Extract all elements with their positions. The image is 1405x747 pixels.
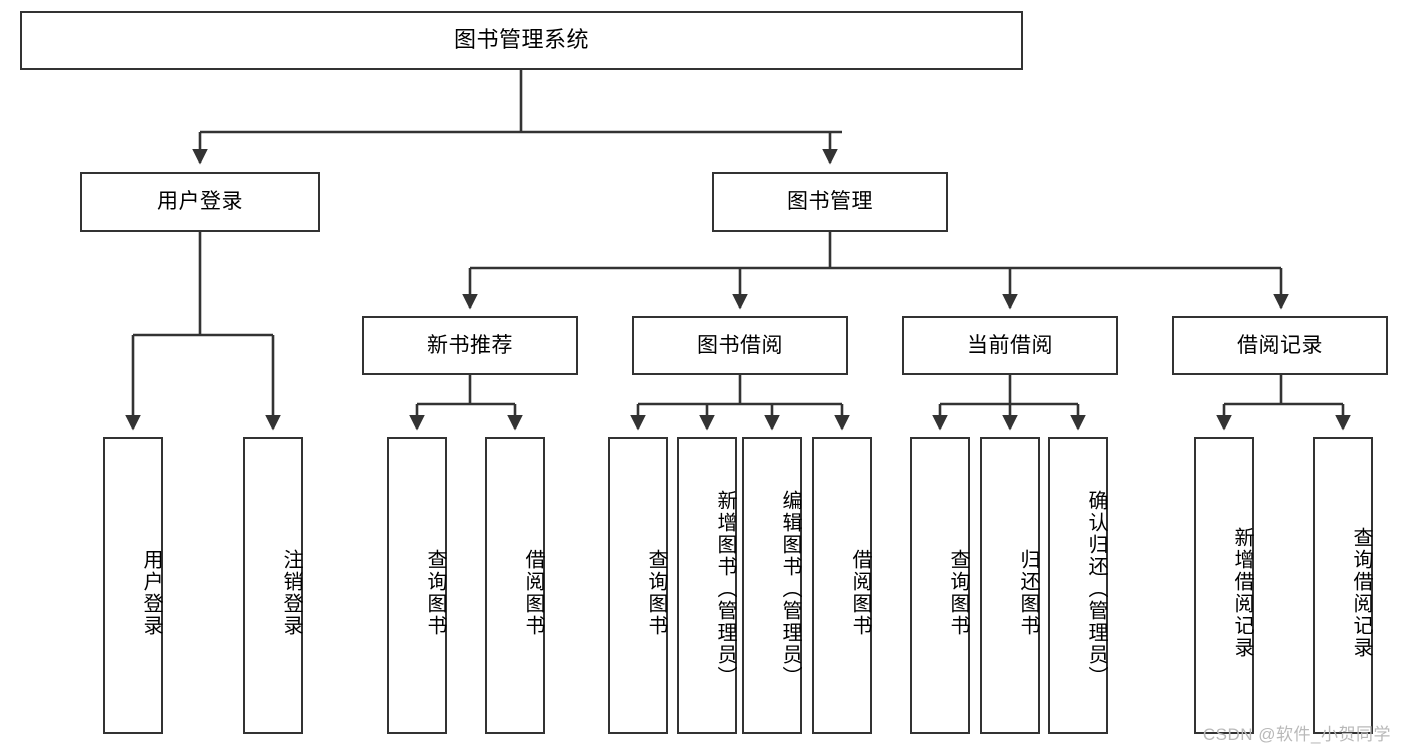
- leaf-add-book[interactable]: 新增图书（管理员）: [677, 437, 737, 734]
- leaf-borrow-book-1[interactable]: 借阅图书: [485, 437, 545, 734]
- node-user-login[interactable]: 用户登录: [80, 172, 320, 232]
- leaf-edit-book[interactable]: 编辑图书（管理员）: [742, 437, 802, 734]
- node-label: 图书管理: [787, 190, 873, 214]
- leaf-user-login[interactable]: 用户登录: [103, 437, 163, 734]
- leaf-query-borrow-record[interactable]: 查询借阅记录: [1313, 437, 1373, 734]
- node-borrow-record[interactable]: 借阅记录: [1172, 316, 1388, 375]
- watermark: CSDN @软件_小贺同学: [1202, 725, 1391, 744]
- node-label: 归还图书: [1017, 548, 1039, 637]
- node-label: 注销登录: [280, 548, 302, 637]
- node-label: 确认归还（管理员）: [1085, 489, 1107, 688]
- leaf-query-book-2[interactable]: 查询图书: [608, 437, 668, 734]
- node-label: 编辑图书（管理员）: [779, 489, 801, 688]
- leaf-query-book-1[interactable]: 查询图书: [387, 437, 447, 734]
- node-label: 用户登录: [157, 190, 243, 214]
- node-root-book-management-system[interactable]: 图书管理系统: [20, 11, 1023, 70]
- leaf-logout[interactable]: 注销登录: [243, 437, 303, 734]
- node-label: 查询图书: [424, 548, 446, 637]
- node-label: 借阅图书: [522, 548, 544, 637]
- node-label: 新增图书（管理员）: [714, 489, 736, 688]
- node-label: 查询图书: [645, 548, 667, 637]
- node-new-book-recommendation[interactable]: 新书推荐: [362, 316, 578, 375]
- node-label: 当前借阅: [967, 333, 1053, 357]
- leaf-return-book[interactable]: 归还图书: [980, 437, 1040, 734]
- node-book-borrow[interactable]: 图书借阅: [632, 316, 848, 375]
- node-label: 查询借阅记录: [1350, 526, 1372, 659]
- node-label: 用户登录: [140, 548, 162, 637]
- node-label: 借阅记录: [1237, 333, 1323, 357]
- node-label: 图书管理系统: [453, 27, 589, 53]
- leaf-add-borrow-record[interactable]: 新增借阅记录: [1194, 437, 1254, 734]
- node-current-borrow[interactable]: 当前借阅: [902, 316, 1118, 375]
- node-label: 查询图书: [947, 548, 969, 637]
- node-label: 新书推荐: [427, 333, 513, 357]
- leaf-borrow-book-2[interactable]: 借阅图书: [812, 437, 872, 734]
- node-label: 新增借阅记录: [1231, 526, 1253, 659]
- node-book-management[interactable]: 图书管理: [712, 172, 948, 232]
- node-label: 图书借阅: [697, 333, 783, 357]
- leaf-query-book-3[interactable]: 查询图书: [910, 437, 970, 734]
- leaf-confirm-return[interactable]: 确认归还（管理员）: [1048, 437, 1108, 734]
- node-label: 借阅图书: [849, 548, 871, 637]
